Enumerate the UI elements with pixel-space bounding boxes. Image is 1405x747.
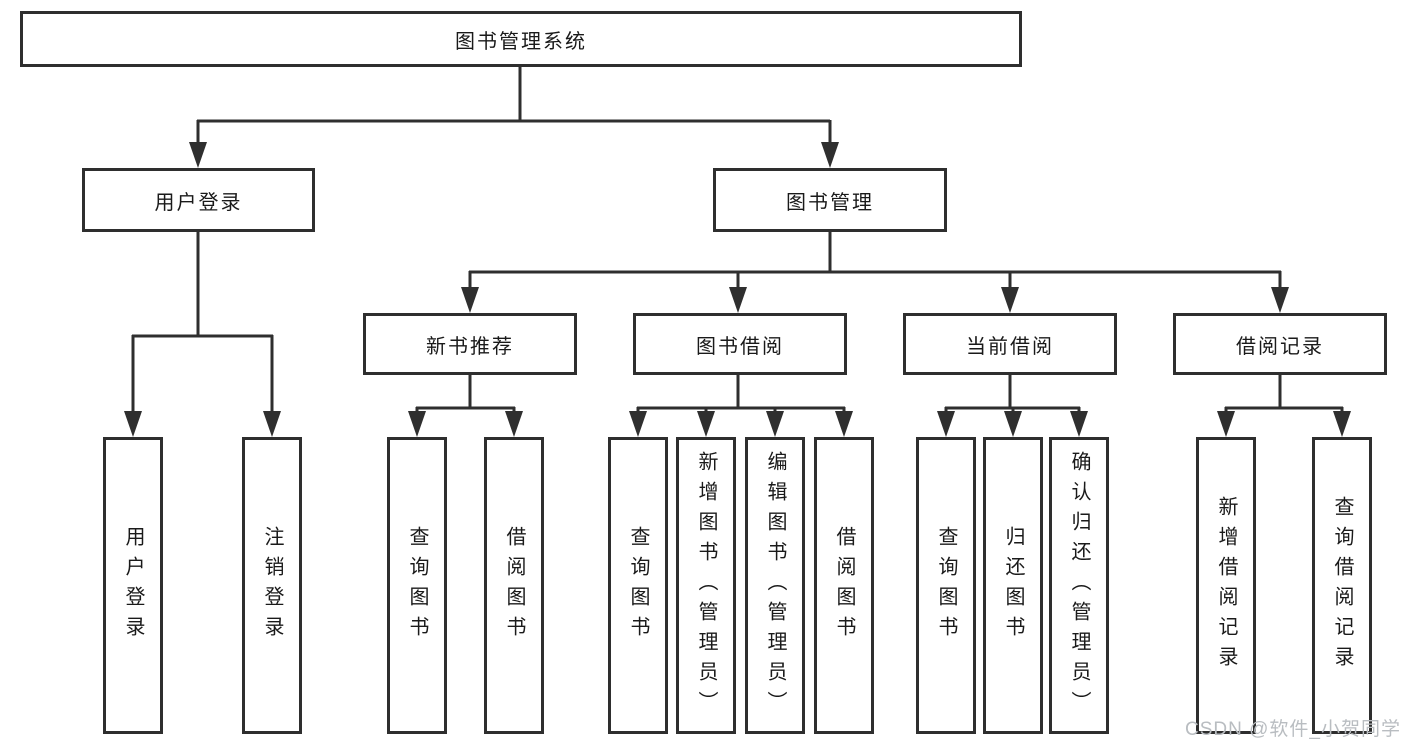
leaf-records-query-record: 查询借阅记录 <box>1312 437 1372 734</box>
node-library-system-label: 图书管理系统 <box>455 30 587 53</box>
leaf-current-return-books: 归还图书 <box>983 437 1043 734</box>
connector-root-to-level2 <box>189 67 839 168</box>
leaf-newbook-query-books: 查询图书 <box>387 437 447 734</box>
leaf-borrow-query-books-label: 查询图书 <box>627 525 649 646</box>
node-new-book-recommend-label: 新书推荐 <box>426 335 514 358</box>
leaf-borrow-edit-books-admin-label: 编辑图书（管理员） <box>764 450 786 721</box>
leaf-current-return-books-label: 归还图书 <box>1002 525 1024 646</box>
leaf-records-add-record-label: 新增借阅记录 <box>1215 495 1237 676</box>
node-user-login-label: 用户登录 <box>154 191 243 214</box>
connector-current-borrow-children <box>937 375 1088 437</box>
node-current-borrow-label: 当前借阅 <box>966 335 1054 358</box>
connector-new-book-children <box>408 375 523 437</box>
leaf-user-login-label: 用户登录 <box>122 525 144 646</box>
leaf-borrow-query-books: 查询图书 <box>608 437 668 734</box>
leaf-current-query-books: 查询图书 <box>916 437 976 734</box>
node-user-login: 用户登录 <box>82 168 315 232</box>
leaf-newbook-borrow-books-label: 借阅图书 <box>503 525 525 646</box>
connector-borrow-records-children <box>1217 375 1351 437</box>
leaf-borrow-borrow-books-label: 借阅图书 <box>833 525 855 646</box>
leaf-logout-label: 注销登录 <box>261 525 283 646</box>
leaf-borrow-edit-books-admin: 编辑图书（管理员） <box>745 437 805 734</box>
leaf-user-login: 用户登录 <box>103 437 163 734</box>
connector-user-login-children <box>124 232 281 437</box>
node-book-management-label: 图书管理 <box>786 191 874 214</box>
node-borrow-records: 借阅记录 <box>1173 313 1387 375</box>
leaf-records-query-record-label: 查询借阅记录 <box>1331 495 1353 676</box>
leaf-current-confirm-return-admin-label: 确认归还（管理员） <box>1068 450 1090 721</box>
node-book-borrow: 图书借阅 <box>633 313 847 375</box>
node-book-borrow-label: 图书借阅 <box>696 335 784 358</box>
connector-book-borrow-children <box>629 375 853 437</box>
node-book-management: 图书管理 <box>713 168 947 232</box>
node-current-borrow: 当前借阅 <box>903 313 1117 375</box>
node-library-system: 图书管理系统 <box>20 11 1022 67</box>
leaf-logout: 注销登录 <box>242 437 302 734</box>
leaf-current-confirm-return-admin: 确认归还（管理员） <box>1049 437 1109 734</box>
leaf-borrow-add-books-admin: 新增图书（管理员） <box>676 437 736 734</box>
leaf-newbook-borrow-books: 借阅图书 <box>484 437 544 734</box>
leaf-current-query-books-label: 查询图书 <box>935 525 957 646</box>
leaf-newbook-query-books-label: 查询图书 <box>406 525 428 646</box>
csdn-watermark: CSDN @软件_小贺同学 <box>1185 719 1401 740</box>
node-new-book-recommend: 新书推荐 <box>363 313 577 375</box>
node-borrow-records-label: 借阅记录 <box>1236 335 1324 358</box>
leaf-records-add-record: 新增借阅记录 <box>1196 437 1256 734</box>
connector-book-mgmt-children <box>461 232 1289 313</box>
leaf-borrow-add-books-admin-label: 新增图书（管理员） <box>695 450 717 721</box>
leaf-borrow-borrow-books: 借阅图书 <box>814 437 874 734</box>
